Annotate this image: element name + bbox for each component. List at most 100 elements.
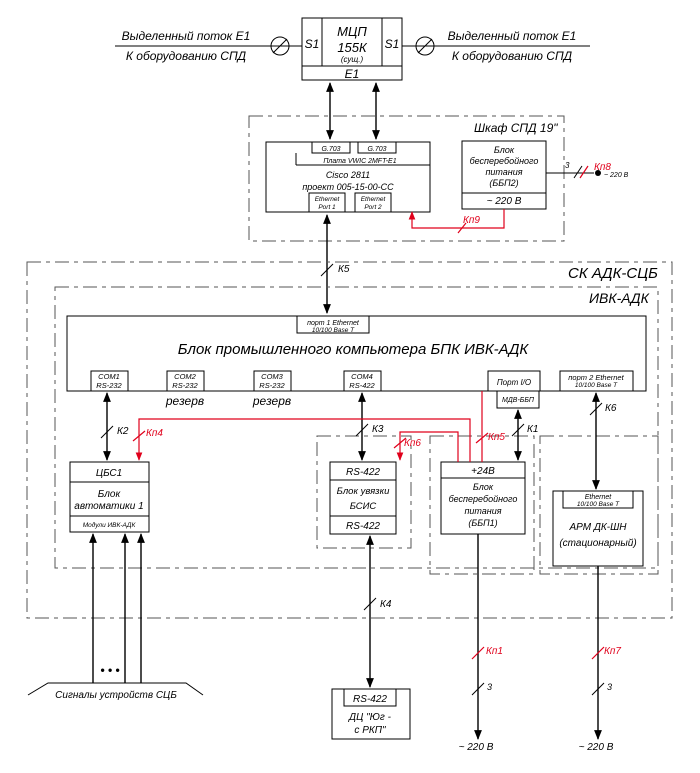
svg-text:3: 3 bbox=[565, 161, 570, 170]
svg-text:бесперебойного: бесперебойного bbox=[470, 156, 539, 166]
kp4-label: Кп4 bbox=[146, 428, 163, 439]
svg-text:(ББП1): (ББП1) bbox=[468, 518, 497, 528]
svg-text:G.703: G.703 bbox=[321, 146, 340, 153]
arm-ethernet-port bbox=[562, 490, 634, 509]
com4-port bbox=[343, 370, 382, 392]
svg-text:Порт I/O: Порт I/O bbox=[497, 378, 531, 387]
svg-text:Блок: Блок bbox=[98, 489, 122, 500]
svg-text:БСИС: БСИС bbox=[350, 501, 377, 512]
svg-text:Port 2: Port 2 bbox=[364, 204, 382, 211]
com1-port bbox=[90, 370, 129, 392]
mcp-title: МЦП bbox=[337, 24, 367, 39]
kp5-label: Кп5 bbox=[488, 432, 505, 443]
arm-block: Ethernet 10/100 Base T АРМ ДК-ШН (стацио… bbox=[552, 490, 644, 567]
g703-port-b bbox=[357, 141, 397, 154]
spd-cabinet bbox=[248, 115, 565, 242]
svg-text:К1: К1 bbox=[527, 424, 538, 435]
svg-text:питания: питания bbox=[464, 506, 501, 516]
ivk-frame bbox=[54, 286, 659, 569]
left-equipment-label: К оборудованию СПД bbox=[126, 49, 247, 63]
svg-text:Блок: Блок bbox=[473, 482, 494, 492]
kp4-link bbox=[135, 418, 471, 462]
svg-text:~ 220 В: ~ 220 В bbox=[487, 196, 522, 207]
mcp-e1: Е1 bbox=[345, 67, 360, 81]
svg-text:(ББП2): (ББП2) bbox=[489, 178, 518, 188]
automation-block: ЦБС1 Блок автоматики 1 Модули ИВК-АДК bbox=[69, 461, 150, 533]
sk-frame bbox=[26, 261, 673, 619]
kp6-label: Кп6 bbox=[404, 438, 421, 449]
svg-text:RS-422: RS-422 bbox=[346, 521, 380, 532]
right-connector-icon bbox=[415, 36, 435, 56]
k4-label: К4 bbox=[380, 599, 392, 610]
kp6-link bbox=[396, 431, 459, 462]
svg-text:ДЦ "Юг -: ДЦ "Юг - bbox=[348, 712, 392, 723]
com2-port bbox=[166, 370, 205, 392]
cisco-label: Cisco 2811 bbox=[326, 170, 370, 180]
svg-text:К3: К3 bbox=[372, 424, 384, 435]
mcp-port-right: S1 bbox=[385, 37, 400, 51]
svg-text:порт 2 Ethernet: порт 2 Ethernet bbox=[568, 373, 624, 382]
svg-text:10/100 Base T: 10/100 Base T bbox=[577, 501, 620, 508]
svg-text:RS-422: RS-422 bbox=[346, 467, 380, 478]
com2-reserve: резерв bbox=[165, 394, 204, 408]
svg-text:(стационарный): (стационарный) bbox=[559, 538, 636, 549]
svg-text:бесперебойного: бесперебойного bbox=[449, 494, 518, 504]
mdv-module bbox=[496, 390, 540, 409]
right-stream-label: Выделенный поток Е1 bbox=[448, 29, 577, 43]
cisco-project: проект 005-15-00-СС bbox=[302, 182, 394, 192]
svg-text:Ethernet: Ethernet bbox=[585, 494, 613, 501]
svg-text:Блок увязки: Блок увязки bbox=[337, 486, 390, 497]
mcp-note: (сущ.) bbox=[341, 55, 364, 64]
svg-text:RS-232: RS-232 bbox=[96, 381, 122, 390]
mcp-port-left: S1 bbox=[305, 37, 320, 51]
kp7-label: Кп7 bbox=[604, 646, 621, 657]
svg-text:~ 220 В: ~ 220 В bbox=[459, 742, 494, 753]
ethernet-port-2-bpk bbox=[559, 370, 634, 392]
spd-cabinet-label: Шкаф СПД 19" bbox=[474, 121, 558, 135]
ethernet-port-1-bpk bbox=[296, 315, 370, 334]
cisco-router: G.703 G.703 Плата VWIC 2MFT-E1 Cisco 281… bbox=[265, 141, 431, 213]
svg-text:АРМ ДК-ШН: АРМ ДК-ШН bbox=[568, 522, 627, 533]
svg-text:с РКП": с РКП" bbox=[354, 725, 386, 736]
com3-reserve: резерв bbox=[252, 394, 291, 408]
svg-text:COM3: COM3 bbox=[261, 372, 283, 381]
svg-text:Ethernet: Ethernet bbox=[361, 196, 387, 203]
kp9-label: Кп9 bbox=[463, 215, 480, 226]
svg-text:+24В: +24В bbox=[471, 466, 495, 477]
kp8-label: Кп8 bbox=[594, 162, 611, 173]
signals-label: Сигналы устройств СЦБ bbox=[55, 690, 177, 701]
svg-text:МДВ-ББП: МДВ-ББП bbox=[502, 397, 535, 404]
svg-text:COM1: COM1 bbox=[98, 372, 120, 381]
svg-text:~ 220 В: ~ 220 В bbox=[604, 172, 629, 179]
svg-text:~ 220 В: ~ 220 В bbox=[579, 742, 614, 753]
signals-dots: • • • bbox=[100, 663, 119, 677]
dc-block: RS-422 ДЦ "Юг - с РКП" bbox=[331, 688, 411, 740]
svg-text:порт 1 Ethernet: порт 1 Ethernet bbox=[307, 320, 360, 327]
sk-label: СК АДК-СЦБ bbox=[568, 265, 658, 282]
svg-text:RS-422: RS-422 bbox=[349, 381, 375, 390]
svg-text:К6: К6 bbox=[605, 403, 617, 414]
svg-text:К2: К2 bbox=[117, 426, 129, 437]
svg-text:G.703: G.703 bbox=[367, 146, 386, 153]
svg-text:3: 3 bbox=[607, 682, 612, 692]
svg-text:COM4: COM4 bbox=[351, 372, 373, 381]
svg-text:Ethernet: Ethernet bbox=[315, 196, 341, 203]
vwic-label: Плата VWIC 2MFT-E1 bbox=[323, 158, 396, 165]
svg-text:ЦБС1: ЦБС1 bbox=[96, 468, 122, 479]
ups1-frame bbox=[429, 435, 535, 575]
svg-text:RS-422: RS-422 bbox=[353, 694, 387, 705]
g703-port-a bbox=[311, 141, 351, 154]
left-connector-icon bbox=[270, 36, 290, 56]
kp1-label: Кп1 bbox=[486, 646, 503, 657]
ups2-block: Блок бесперебойного питания (ББП2) ~ 220… bbox=[461, 140, 547, 210]
svg-text:RS-232: RS-232 bbox=[172, 381, 198, 390]
mcp-block: МЦП 155К (сущ.) S1 S1 Е1 bbox=[301, 17, 403, 81]
svg-text:автоматики 1: автоматики 1 bbox=[74, 501, 143, 512]
right-equipment-label: К оборудованию СПД bbox=[452, 49, 573, 63]
left-stream-label: Выделенный поток Е1 bbox=[122, 29, 251, 43]
ethernet-port-1 bbox=[308, 192, 346, 213]
svg-text:Модули ИВК-АДК: Модули ИВК-АДК bbox=[83, 521, 137, 529]
svg-text:Port 1: Port 1 bbox=[318, 204, 336, 211]
svg-text:10/100 Base T: 10/100 Base T bbox=[312, 327, 355, 334]
